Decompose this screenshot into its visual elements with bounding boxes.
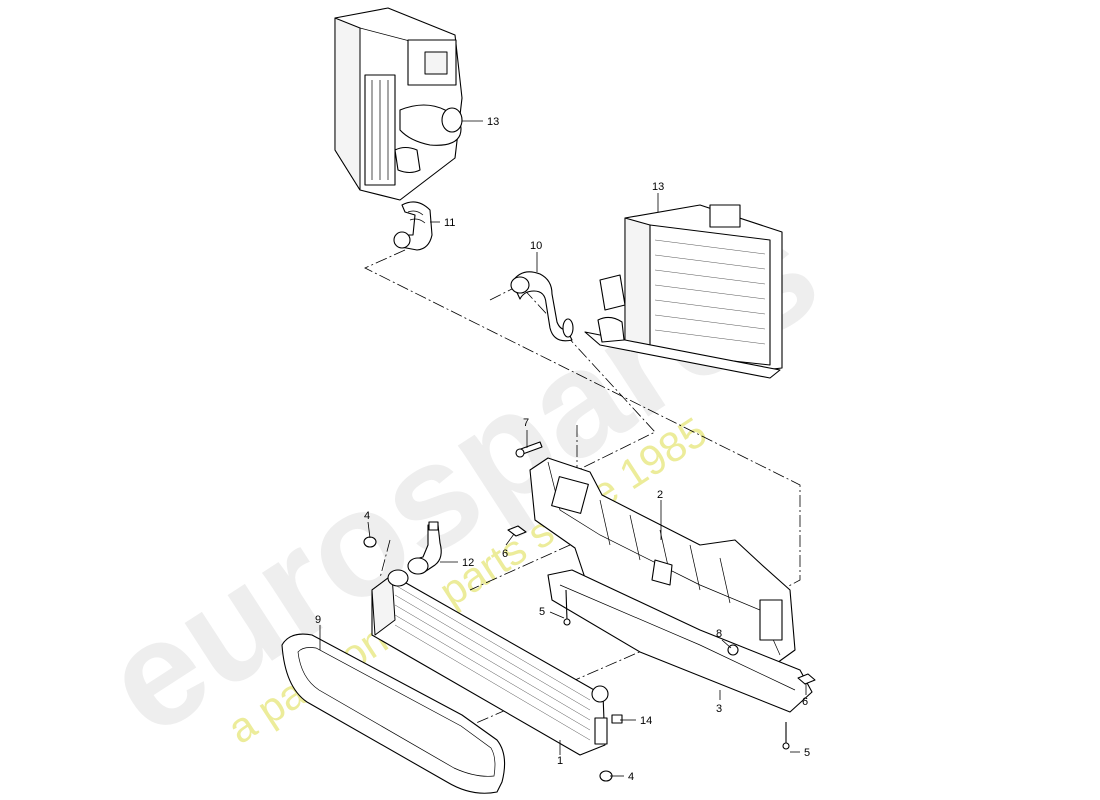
callout-14: 14 <box>640 715 652 727</box>
fasteners <box>363 441 816 782</box>
leader-lines <box>319 120 807 777</box>
callout-3: 3 <box>716 703 722 715</box>
callout-5-lower: 5 <box>804 747 810 759</box>
intercooler-1 <box>371 569 609 756</box>
callout-2: 2 <box>657 489 663 501</box>
panel-3 <box>547 569 813 713</box>
callout-1: 1 <box>557 755 563 767</box>
callout-13-upper: 13 <box>487 116 499 128</box>
elbow-pipe-12 <box>407 521 442 575</box>
callout-7: 7 <box>523 417 529 429</box>
hose-11 <box>393 201 433 251</box>
callout-6-lower: 6 <box>802 696 808 708</box>
callout-5-upper: 5 <box>539 606 545 618</box>
callout-8: 8 <box>716 628 722 640</box>
callout-9: 9 <box>315 614 321 626</box>
callout-12: 12 <box>462 557 474 569</box>
carrier-2 <box>529 457 796 669</box>
callout-4-lower: 4 <box>628 771 634 783</box>
callout-4-upper: 4 <box>364 510 370 522</box>
radiator-right <box>584 204 783 379</box>
callout-10: 10 <box>530 240 542 252</box>
callout-6-upper: 6 <box>502 548 508 560</box>
callouts: 13 11 13 10 7 2 4 12 6 9 5 8 3 6 5 1 14 … <box>315 116 810 783</box>
callout-11: 11 <box>444 217 455 229</box>
module-assembly-upper-left <box>334 7 463 201</box>
hose-10 <box>510 271 574 342</box>
grille-9 <box>281 633 506 794</box>
callout-13-right: 13 <box>652 181 664 193</box>
